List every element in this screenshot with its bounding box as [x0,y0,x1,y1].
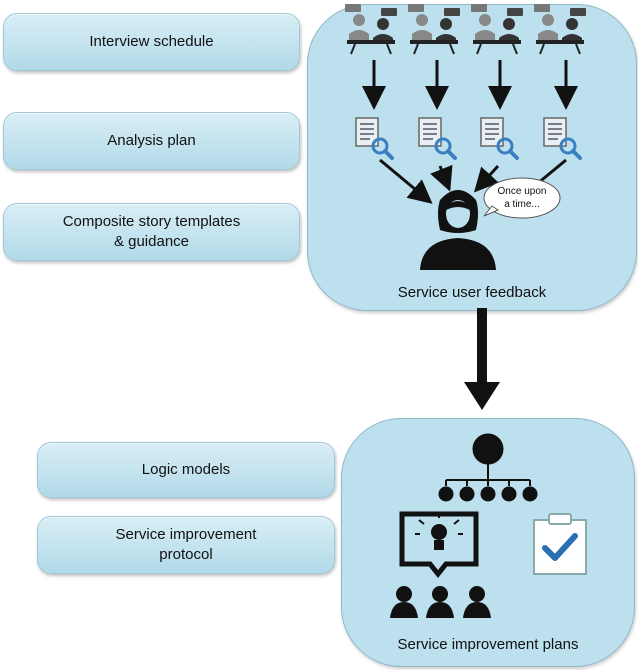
input-logic-models: Logic models [37,442,335,498]
document-magnifier-icon [542,116,582,160]
input-analysis-plan: Analysis plan [3,112,300,170]
interviewer-interviewee-icon [407,3,461,55]
interviewer-interviewee-icon [470,3,524,55]
input-composite-story-templates: Composite story templates & guidance [3,203,300,261]
panel-title: Service improvement plans [397,636,579,653]
interviewer-interviewee-icon [533,3,587,55]
input-label: Service improvement protocol [115,526,257,563]
input-interview-schedule: Interview schedule [3,13,300,71]
flow-arrows [362,60,578,110]
speech-bubble-line-1: Once upon [498,186,547,197]
document-magnifier-icon [417,116,457,160]
input-label: Logic models [141,461,231,478]
input-label: Composite story templates & guidance [62,213,241,250]
panel-title: Service user feedback [397,284,547,301]
hierarchy-icon [438,433,538,502]
interviewer-interviewee-icon [344,3,398,55]
input-service-improvement-protocol: Service improvement protocol [37,516,335,574]
clipboard-check-icon [533,513,587,575]
main-flow-arrow [464,308,500,410]
speech-bubble-icon: Once upon a time... [483,177,561,219]
speech-bubble-line-2: a time... [504,199,540,210]
storyteller-woman-icon [420,190,496,270]
document-magnifier-icon [354,116,394,160]
presentation-lightbulb-icon [399,511,479,579]
document-magnifier-icon [479,116,519,160]
input-label: Interview schedule [89,33,214,50]
input-label: Analysis plan [107,132,196,149]
audience-icon [390,586,491,618]
